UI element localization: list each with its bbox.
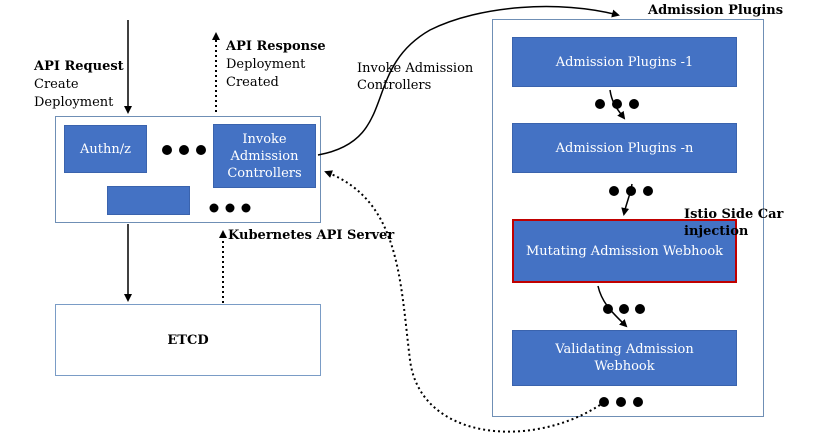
plugin-dots-3 — [603, 304, 645, 314]
invoke-admission-text-2: Controllers — [357, 78, 432, 93]
unlabeled-box — [107, 186, 190, 215]
admission-plugin-n-box: Admission Plugins -n — [512, 123, 737, 173]
return-dotted-curve — [324, 170, 601, 433]
authn-box: Authn/z — [64, 125, 147, 173]
api-response-title: API Response — [226, 39, 326, 54]
api-request-line-2: Deployment — [34, 95, 114, 110]
plugin-dots-1 — [595, 99, 639, 109]
plugin-n-label: Admission Plugins -n — [555, 140, 694, 156]
etcd-label: ETCD — [167, 332, 209, 348]
validating-line-2: Webhook — [594, 359, 655, 374]
invoke-admission-text-1: Invoke Admission — [357, 61, 474, 76]
mutating-label: Mutating Admission Webhook — [525, 243, 724, 259]
api-request-title: API Request — [34, 59, 124, 74]
kubernetes-api-server-label: Kubernetes API Server — [228, 228, 395, 243]
plugin-dots-4 — [599, 397, 643, 407]
invoke-admission-box: Invoke Admission Controllers — [213, 124, 316, 188]
plugin-1-label: Admission Plugins -1 — [555, 54, 694, 70]
etcd-box: ETCD — [55, 304, 321, 376]
istio-label-line-2: injection — [684, 224, 749, 239]
api-request-line-1: Create — [34, 77, 79, 92]
api-response-line-1: Deployment — [226, 57, 306, 72]
istio-label-line-1: Istio Side Car — [684, 207, 784, 222]
invoke-line-1: Invoke — [242, 131, 287, 147]
authn-label: Authn/z — [80, 141, 131, 157]
mutating-webhook-box: Mutating Admission Webhook — [512, 219, 737, 283]
invoke-to-plugins-curve — [317, 5, 620, 156]
validating-line-1: Validating Admission — [555, 342, 694, 357]
validating-webhook-box: Validating Admission Webhook — [512, 330, 737, 386]
invoke-line-3: Controllers — [227, 165, 302, 181]
server-dots-bottom — [209, 203, 251, 213]
api-response-line-2: Created — [226, 75, 279, 90]
admission-plugins-title: Admission Plugins — [648, 3, 784, 18]
invoke-line-2: Admission — [230, 148, 299, 164]
plugin-dots-2 — [609, 186, 653, 196]
admission-plugin-1-box: Admission Plugins -1 — [512, 37, 737, 87]
server-dots-top — [162, 145, 206, 155]
